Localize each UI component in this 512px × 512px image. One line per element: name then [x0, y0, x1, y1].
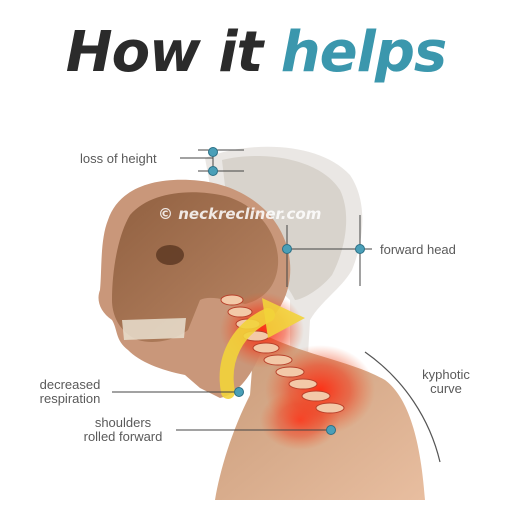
label-forward-head: forward head [380, 242, 456, 257]
label-kyphotic-curve: kyphotic curve [414, 368, 478, 396]
title-main: How it [65, 20, 281, 85]
label-kyphotic-line2: curve [430, 381, 462, 396]
kyphotic-curve-line [364, 351, 441, 463]
loss-of-height-marker-bottom [208, 166, 218, 176]
eye-socket [156, 245, 184, 265]
correction-arrow-head [262, 298, 305, 338]
label-decreased-respiration: decreased respiration [28, 378, 112, 406]
respiration-marker [234, 387, 244, 397]
correction-arrow [219, 308, 275, 399]
forward-head-marker-left [282, 244, 292, 254]
forward-head-marker-right [355, 244, 365, 254]
jaw-teeth [122, 318, 186, 340]
page-title: How it helps [0, 20, 512, 85]
label-decreased-line2: respiration [39, 391, 101, 406]
label-loss-of-height: loss of height [80, 151, 157, 166]
label-decreased-line1: decreased [39, 377, 101, 392]
label-shoulders-rolled-forward: shoulders rolled forward [70, 416, 176, 444]
label-shoulders-line1: shoulders [94, 415, 152, 430]
ghost-skull [222, 155, 347, 300]
label-kyphotic-line1: kyphotic [422, 367, 470, 382]
label-shoulders-line2: rolled forward [83, 429, 163, 444]
watermark: © neckrecliner.com [158, 205, 322, 223]
loss-of-height-marker-top [208, 147, 218, 157]
title-accent: helps [280, 20, 447, 85]
shoulders-marker [326, 425, 336, 435]
skull-overlay [112, 192, 279, 342]
